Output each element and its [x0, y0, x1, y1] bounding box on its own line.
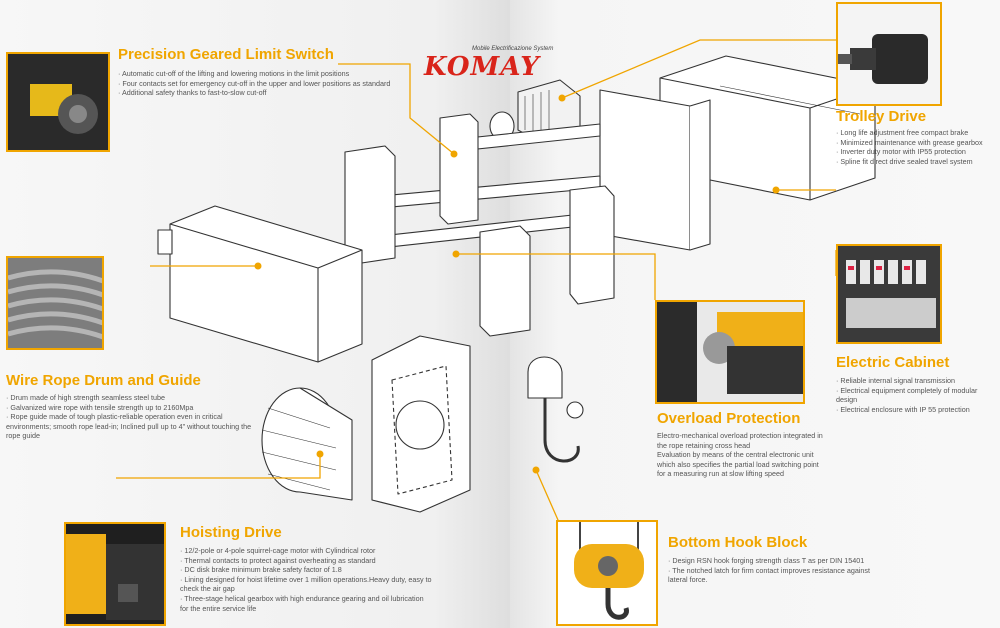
bullet-item: Automatic cut-off of the lifting and low…: [118, 69, 418, 79]
bullet-item: Long life adjustment free compact brake: [836, 128, 996, 138]
bullet-item: Reliable internal signal transmission: [836, 376, 1000, 386]
bullet-item: Thermal contacts to protect against over…: [180, 556, 432, 566]
bullet-item: Galvanized wire rope with tensile streng…: [6, 403, 266, 413]
trolley-drive-bullets: Long life adjustment free compact brake …: [836, 128, 996, 166]
bullet-item: Drum made of high strength seamless stee…: [6, 393, 266, 403]
electric-cabinet-bullets: Reliable internal signal transmission El…: [836, 376, 1000, 414]
wire-rope-photo: [6, 256, 104, 350]
bullet-item: Design RSN hook forging strength class T…: [668, 556, 878, 566]
bullet-item: Rope guide made of tough plastic-reliabl…: [6, 412, 266, 441]
hoisting-drive-title: Hoisting Drive: [180, 524, 282, 541]
bullet-item: Lining designed for hoist lifetime over …: [180, 575, 432, 594]
overload-protection-text: Electro-mechanical overload protection i…: [657, 431, 827, 479]
bullet-item: Additional safety thanks to fast-to-slow…: [118, 88, 418, 98]
logo-brand: KOMAY: [424, 52, 540, 82]
bullet-item: DC disk brake minimum brake safety facto…: [180, 565, 432, 575]
limit-switch-title: Precision Geared Limit Switch: [118, 46, 334, 63]
electric-cabinet-photo: [836, 244, 942, 344]
bullet-item: 12/2-pole or 4-pole squirrel-cage motor …: [180, 546, 432, 556]
logo-tagline: Mobile Electrificazione System: [472, 46, 554, 52]
wire-rope-bullets: Drum made of high strength seamless stee…: [6, 393, 266, 441]
bullet-item: Three-stage helical gearbox with high en…: [180, 594, 432, 613]
bullet-item: Four contacts set for emergency cut-off …: [118, 79, 418, 89]
limit-switch-photo: [6, 52, 110, 152]
bullet-item: Electrical enclosure with IP 55 protecti…: [836, 405, 1000, 415]
overload-paragraph: Evaluation by means of the central elect…: [657, 450, 819, 479]
trolley-drive-title: Trolley Drive: [836, 108, 927, 125]
wire-rope-title: Wire Rope Drum and Guide: [6, 372, 201, 389]
bullet-item: Spline fit direct drive sealed travel sy…: [836, 157, 996, 167]
limit-switch-bullets: Automatic cut-off of the lifting and low…: [118, 69, 418, 98]
bullet-item: The notched latch for firm contact impro…: [668, 566, 878, 585]
komay-logo: Mobile Electrificazione System KOMAY: [424, 46, 558, 82]
trolley-drive-photo: [836, 2, 942, 106]
electric-cabinet-title: Electric Cabinet: [836, 354, 950, 371]
bullet-item: Electrical equipment completely of modul…: [836, 386, 1000, 405]
overload-protection-photo: [655, 300, 805, 404]
overload-protection-title: Overload Protection: [657, 410, 801, 427]
hook-block-bullets: Design RSN hook forging strength class T…: [668, 556, 878, 585]
hook-block-title: Bottom Hook Block: [668, 534, 808, 551]
bullet-item: Minimized maintenance with grease gearbo…: [836, 138, 996, 148]
bullet-item: Inverter duty motor with IP55 protection: [836, 147, 996, 157]
hoisting-drive-photo: [64, 522, 166, 626]
hook-block-photo: [556, 520, 658, 626]
hoisting-drive-bullets: 12/2-pole or 4-pole squirrel-cage motor …: [180, 546, 432, 613]
overload-paragraph: Electro-mechanical overload protection i…: [657, 431, 823, 450]
